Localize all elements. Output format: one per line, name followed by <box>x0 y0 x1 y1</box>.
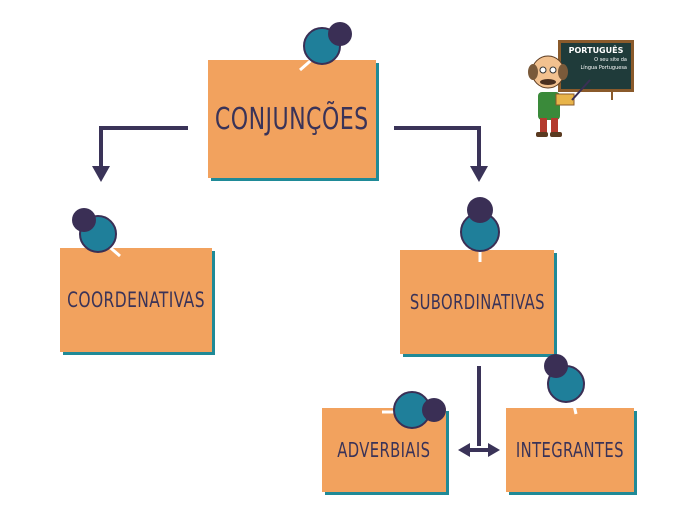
arrowhead-adverbiais <box>458 443 470 457</box>
arrowhead-integrantes <box>488 443 500 457</box>
arrowhead-coordenativas <box>92 166 110 182</box>
logo-line1: O seu site da <box>594 57 627 63</box>
logo-line2: Língua Portuguesa <box>580 65 627 71</box>
label-integrantes: INTEGRANTES <box>515 438 625 462</box>
label-subordinativas: SUBORDINATIVAS <box>409 290 545 314</box>
logo-title: PORTUGUÊS <box>568 46 624 55</box>
note-conjuncoes: CONJUNÇÕES <box>208 60 376 178</box>
pin-icon <box>72 208 121 258</box>
pin-icon <box>460 197 500 262</box>
arrow-to-coordenativas <box>99 126 188 168</box>
arrowhead-subordinativas <box>470 166 488 182</box>
label-coordenativas: COORDENATIVAS <box>67 288 205 312</box>
logo-chalkboard: PORTUGUÊS O seu site da Língua Portugues… <box>558 40 634 92</box>
pin-icon <box>382 391 446 429</box>
note-integrantes: INTEGRANTES <box>506 408 634 492</box>
arrow-to-subordinativas <box>394 126 481 168</box>
pin-icon <box>544 354 585 415</box>
note-adverbiais: ADVERBIAIS <box>322 408 446 492</box>
note-coordenativas: COORDENATIVAS <box>60 248 212 352</box>
pin-icon <box>299 22 352 72</box>
label-conjuncoes: CONJUNÇÕES <box>215 101 369 137</box>
label-adverbiais: ADVERBIAIS <box>337 438 431 462</box>
note-subordinativas: SUBORDINATIVAS <box>400 250 554 354</box>
